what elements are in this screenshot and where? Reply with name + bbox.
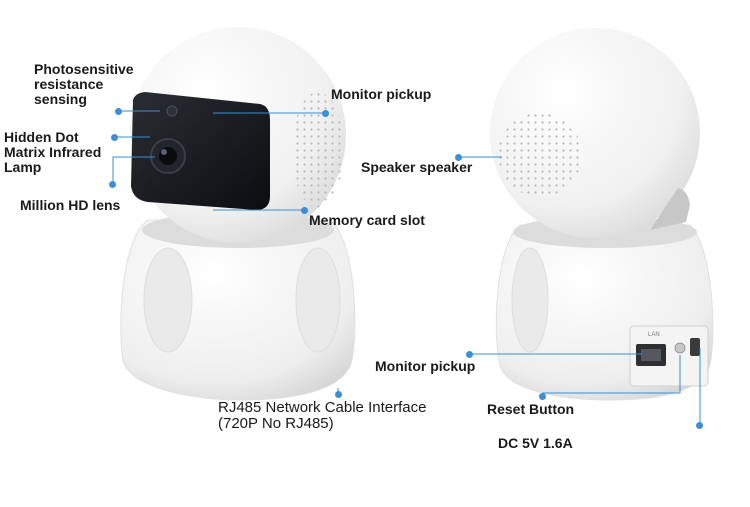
callout-dot — [539, 393, 546, 400]
monitor-pickup-bottom-label: Monitor pickup — [375, 358, 476, 374]
callout-dot — [335, 391, 342, 398]
hd-lens-label: Million HD lens — [20, 197, 121, 213]
callout-dot — [322, 110, 329, 117]
monitor-pickup-top-label: Monitor pickup — [331, 86, 432, 102]
callout-dot — [301, 207, 308, 214]
lan-mark: LAN — [648, 332, 660, 338]
rj485-label: RJ485 Network Cable Interface (720P No R… — [218, 399, 427, 432]
callout-dot — [109, 181, 116, 188]
callout-dot — [455, 154, 462, 161]
callout-dot — [115, 108, 122, 115]
back-camera: LAN — [490, 28, 714, 401]
reset-button-label: Reset Button — [487, 401, 575, 417]
dc-power-label: DC 5V 1.6A — [498, 435, 573, 451]
speaker-label: Speaker speaker — [361, 159, 473, 175]
infrared-lamp-label: Hidden Dot Matrix Infrared Lamp — [4, 129, 102, 175]
photosensitive-label: Photosensitive resistance sensing — [34, 61, 134, 107]
front-camera — [120, 27, 356, 401]
callout-dot — [111, 134, 118, 141]
callout-dot — [466, 351, 473, 358]
callout-dot — [696, 422, 703, 429]
memory-card-label: Memory card slot — [309, 212, 425, 228]
